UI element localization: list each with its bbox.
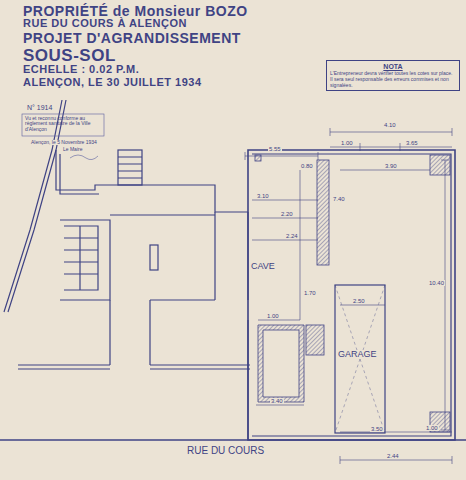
dimension: 1.00 <box>340 140 354 146</box>
dimension: 3.10 <box>256 193 270 199</box>
scale-note: ECHELLE : 0.02 P.M. <box>22 64 140 76</box>
dimension: 1.70 <box>303 290 317 296</box>
dimension: 1.00 <box>425 425 439 431</box>
stamp-number: N° 1914 <box>26 104 53 111</box>
title-line: PROJET D'AGRANDISSEMENT <box>22 31 242 46</box>
title-line: SOUS-SOL <box>22 47 117 65</box>
drawing-title: PROPRIÉTÉ de Monsieur BOZO <box>22 4 249 19</box>
dimension: 3.50 <box>370 426 384 432</box>
dimension: 2.50 <box>352 298 366 304</box>
note-heading: NOTA <box>330 63 456 70</box>
dimension: 3.65 <box>405 140 419 146</box>
stamp-text: Vu et reconnu conforme au règlement sani… <box>24 116 104 132</box>
date-note: ALENÇON, LE 30 JUILLET 1934 <box>22 77 203 89</box>
dimension: 1.00 <box>266 313 280 319</box>
note-box: NOTAL'Entrepreneur devra vérifier toutes… <box>326 60 460 91</box>
stamp-text: Le Maire <box>62 147 83 152</box>
dimension: 0.80 <box>300 163 314 169</box>
dimension: 10.40 <box>428 280 445 286</box>
dimension: 2.44 <box>386 453 400 459</box>
note-text: L'Entrepreneur devra vérifier toutes les… <box>330 70 456 88</box>
dimension: 2.20 <box>280 211 294 217</box>
dimension: 3.90 <box>384 163 398 169</box>
title-line: RUE DU COURS À ALENÇON <box>22 18 188 30</box>
dimension: 3.40 <box>270 398 284 404</box>
room-name: CAVE <box>250 262 276 271</box>
dimension: 5.55 <box>268 146 282 152</box>
dimension: 2.24 <box>285 233 299 239</box>
dimension: 4.10 <box>383 122 397 128</box>
room-name: GARAGE <box>337 350 378 359</box>
dimension: 7.40 <box>332 196 346 202</box>
stamp-text: Alençon, le 5 Novembre 1934 <box>30 140 98 145</box>
street-name: RUE DU COURS <box>186 446 265 457</box>
